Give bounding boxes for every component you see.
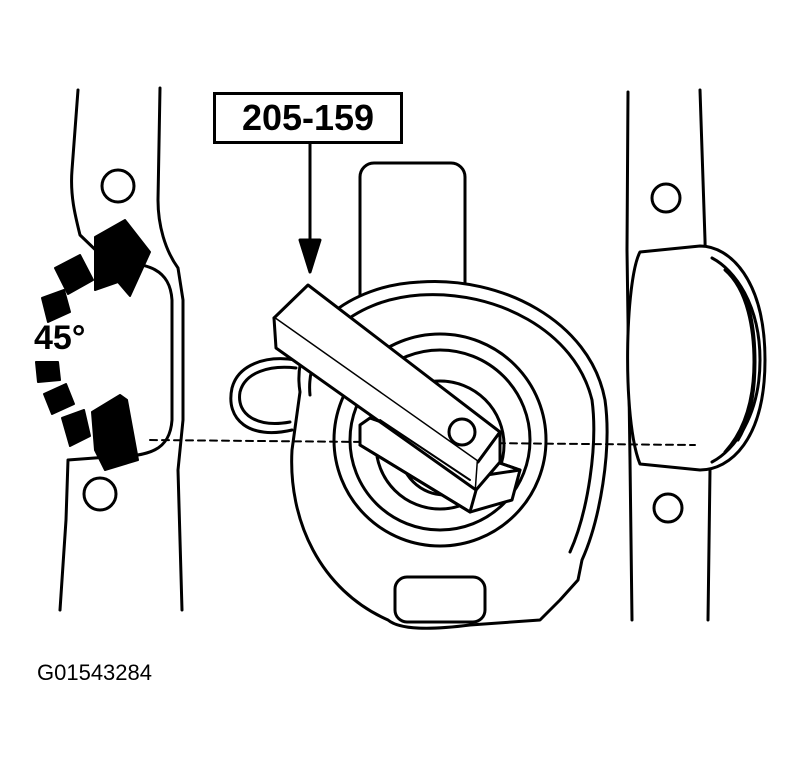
bottom-mounting-tab: [393, 575, 487, 624]
rotation-indicator: [35, 219, 151, 471]
right-upper-bolt-hole: [650, 182, 682, 214]
figure-id: G01543284: [37, 660, 152, 685]
tool-number-label: 205-159: [213, 92, 403, 144]
left-lower-bolt-hole: [82, 476, 118, 512]
left-housing-flange: [58, 86, 185, 612]
reference-dashed-line: [149, 439, 696, 446]
right-housing-flange: [625, 88, 767, 622]
lower-rotation-arrow-icon: [91, 394, 139, 471]
right-lower-bolt-hole: [652, 492, 684, 524]
special-tool-205-159: [272, 283, 522, 514]
upper-rotation-arrow-icon: [94, 219, 151, 297]
left-upper-bolt-hole: [100, 168, 136, 204]
tool-callout-leader: [298, 142, 322, 274]
tool-pin-hole: [447, 417, 477, 447]
middle-seal-ring: [348, 348, 532, 532]
rotation-angle-label: 45°: [34, 319, 86, 357]
right-cylindrical-boss: [626, 244, 767, 472]
